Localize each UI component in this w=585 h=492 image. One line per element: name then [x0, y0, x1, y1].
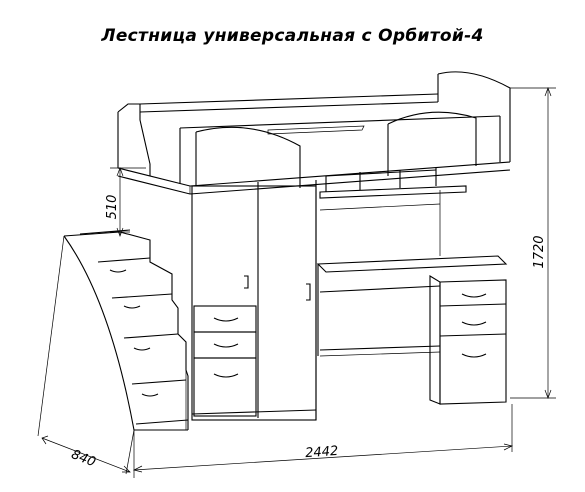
open-shelves	[319, 168, 467, 256]
dimension-lines	[37, 87, 556, 478]
wardrobe	[191, 180, 317, 421]
dim-depth: 840	[69, 447, 98, 470]
desk-pedestal	[429, 275, 507, 405]
staircase	[63, 229, 189, 431]
dim-width: 2442	[305, 444, 339, 461]
loft-bed	[117, 71, 511, 195]
dim-step-height: 510	[105, 195, 120, 220]
diagram-title: Лестница универсальная с Орбитой-4	[101, 26, 484, 46]
dim-height-total: 1720	[532, 235, 547, 268]
desk	[316, 255, 508, 357]
